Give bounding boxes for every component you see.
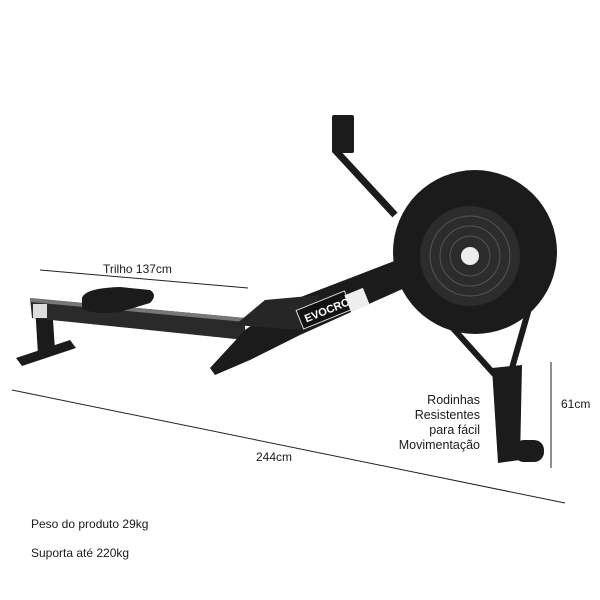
wheels-note-line: Rodinhas <box>427 393 480 407</box>
capacity-spec: Suporta até 220kg <box>31 546 130 560</box>
monitor-arm <box>332 147 398 218</box>
rear-leg <box>447 322 498 378</box>
wheel <box>514 440 544 462</box>
wheels-note: Rodinhas Resistentes para fácil Moviment… <box>399 393 480 453</box>
dimension-lines <box>11 269 566 504</box>
wheels-note-line: para fácil <box>429 423 480 437</box>
rowing-machine: EVOCROSS <box>16 115 557 463</box>
front-foot <box>16 340 76 366</box>
footrests <box>235 295 320 330</box>
rear-stand <box>492 365 522 463</box>
rail-dimension-line <box>39 269 249 289</box>
wheels-note-line: Movimentação <box>398 438 480 452</box>
rail-length-label: Trilho 137cm <box>103 262 172 276</box>
total-length-label: 244cm <box>256 450 293 464</box>
length-dimension-line <box>11 389 566 504</box>
wheels-note-line: Resistentes <box>414 408 480 422</box>
height-label: 61cm <box>561 397 591 411</box>
monitor <box>332 115 354 153</box>
seat <box>82 287 154 313</box>
weight-spec: Peso do produto 29kg <box>31 517 149 531</box>
